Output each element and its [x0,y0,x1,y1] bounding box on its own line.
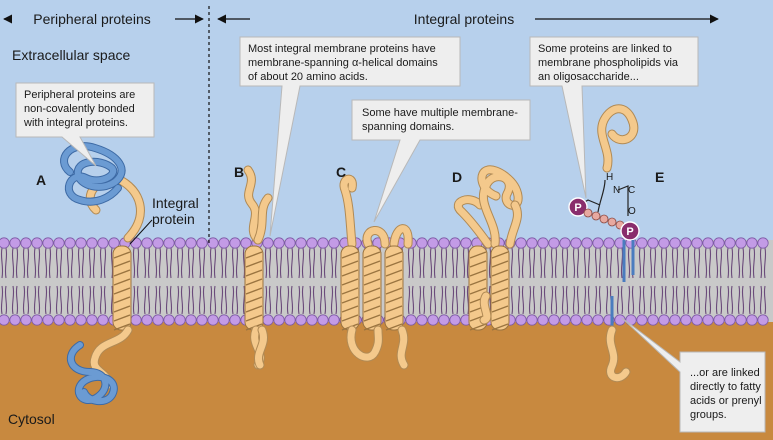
callout-a-line1: Peripheral proteins are [24,89,135,101]
cytosol-label: Cytosol [8,411,55,427]
phosphate-1 [568,197,588,217]
callout-b: Most integral membrane proteins have mem… [239,36,461,237]
callout-c-line1: Some have multiple membrane- [362,107,518,119]
lipid-heads [0,237,769,326]
callout-e: Some proteins are linked to membrane pho… [529,36,699,199]
callout-e-line2: membrane phospholipids via [538,57,679,69]
callout-lipid-line3: acids or prenyl [690,395,762,407]
protein-a-helix [112,245,132,331]
protein-d [453,165,523,331]
callout-a-line2: non-covalently bonded [24,103,135,115]
integral-protein-label-line2: protein [152,211,195,227]
callout-a: Peripheral proteins are non-covalently b… [15,82,155,167]
callout-lipid-line4: groups. [690,409,727,421]
callout-b-line1: Most integral membrane proteins have [248,43,436,55]
header-arrows [3,6,719,245]
letter-e: E [655,169,664,185]
protein-b [243,165,273,370]
callout-lipid: ...or are linked directly to fatty acids… [621,317,766,433]
integral-proteins-label: Integral proteins [414,11,514,27]
phosphate-2-label: P [626,226,633,238]
extracellular-space-label: Extracellular space [12,47,130,63]
callout-a-line3: with integral proteins. [23,117,128,129]
chem-o: O [628,206,636,217]
callout-lipid-line2: directly to fatty [690,381,761,393]
letter-c: C [336,164,346,180]
peripheral-protein-top [61,143,125,205]
protein-e-extracellular [598,105,638,172]
phosphate-2 [620,221,640,241]
chem-c: C [628,185,635,196]
callout-c: Some have multiple membrane- spanning do… [351,99,531,223]
chem-n: N [613,185,620,196]
letter-d: D [452,169,462,185]
cytosol-region [0,322,773,440]
callout-c-line2: spanning domains. [362,121,454,133]
protein-c [339,174,413,370]
protein-a [60,142,153,406]
letter-b: B [234,164,244,180]
callout-b-line3: of about 20 amino acids. [248,71,368,83]
callout-lipid-line1: ...or are linked [690,367,760,379]
letter-a: A [36,172,46,188]
protein-e: P P [568,104,640,383]
callout-e-line3: an oligosaccharide... [538,71,639,83]
phosphate-1-label: P [574,202,581,214]
callout-b-line2: membrane-spanning α-helical domains [248,57,438,69]
chem-h: H [606,172,613,183]
peripheral-protein-bottom [67,342,117,405]
integral-protein-label-line1: Integral [152,195,199,211]
protein-e-cytosol [606,326,630,382]
peripheral-proteins-label: Peripheral proteins [33,11,151,27]
callout-e-line1: Some proteins are linked to [538,43,672,55]
